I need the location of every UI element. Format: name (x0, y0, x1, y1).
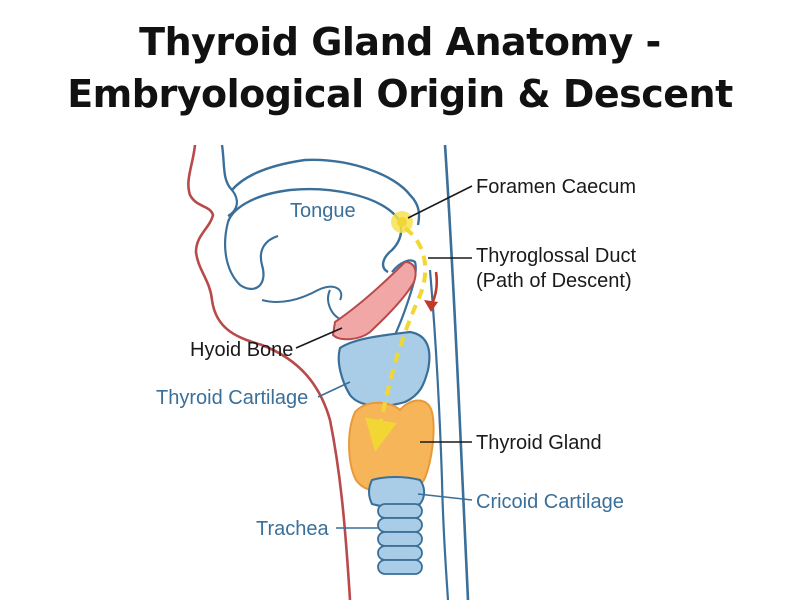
page-title-line-1: Thyroid Gland Anatomy - (139, 20, 661, 64)
leader-foramen-caecum (407, 185, 473, 219)
hard-palate (227, 189, 238, 217)
hyoid-bone-shape (331, 260, 417, 341)
label-path-of-descent: (Path of Descent) (476, 270, 632, 292)
descent-arrowhead (424, 300, 438, 312)
label-thyroglossal-duct: Thyroglossal Duct (476, 245, 637, 267)
facial-profile (187, 144, 352, 600)
oropharynx-inner (327, 289, 343, 321)
leader-thyroid-cartilage (317, 381, 351, 398)
leader-cricoid-cartilage (417, 493, 473, 501)
label-trachea: Trachea (256, 518, 330, 540)
label-cricoid-cartilage: Cricoid Cartilage (476, 491, 624, 513)
label-foramen-caecum: Foramen Caecum (476, 176, 636, 198)
trachea-rings (377, 503, 423, 575)
leader-hyoid-bone (295, 327, 343, 349)
cricoid-cartilage-shape (368, 476, 426, 508)
label-thyroid-cartilage: Thyroid Cartilage (156, 387, 308, 409)
page-title-line-2: Embryological Origin & Descent (67, 72, 733, 116)
thyroid-cartilage-shape (337, 330, 431, 407)
floor-of-mouth (261, 285, 343, 303)
label-tongue: Tongue (290, 200, 356, 222)
lower-jaw-outline (224, 221, 279, 290)
pharynx-posterior-wall (443, 144, 470, 600)
label-hyoid-bone: Hyoid Bone (190, 339, 293, 361)
nasal-palate-outline (220, 144, 421, 226)
tongue-outline (226, 187, 403, 274)
label-thyroid-gland: Thyroid Gland (476, 432, 602, 454)
thyroglossal-duct-path (365, 226, 428, 452)
pharynx-posterior-wall-inner (428, 269, 450, 600)
foramen-caecum-core (397, 217, 407, 227)
